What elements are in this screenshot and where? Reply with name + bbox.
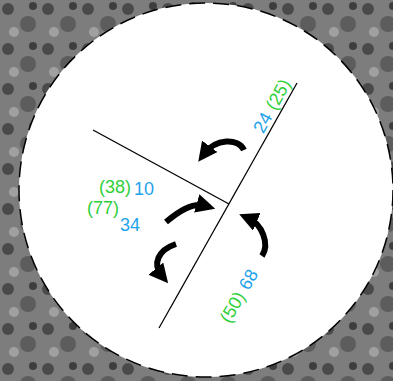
side-road — [93, 130, 229, 204]
turn-arrow — [204, 141, 244, 154]
turn-arrow — [166, 205, 206, 222]
turn-arrow — [248, 218, 265, 256]
volume-count: (77) — [87, 199, 119, 217]
turn-arrow — [157, 244, 176, 276]
volume-count: 10 — [134, 180, 154, 198]
volume-count: (38) — [99, 178, 131, 196]
volume-count: 34 — [120, 216, 140, 234]
main-road — [159, 83, 297, 328]
study-circle — [19, 3, 393, 377]
